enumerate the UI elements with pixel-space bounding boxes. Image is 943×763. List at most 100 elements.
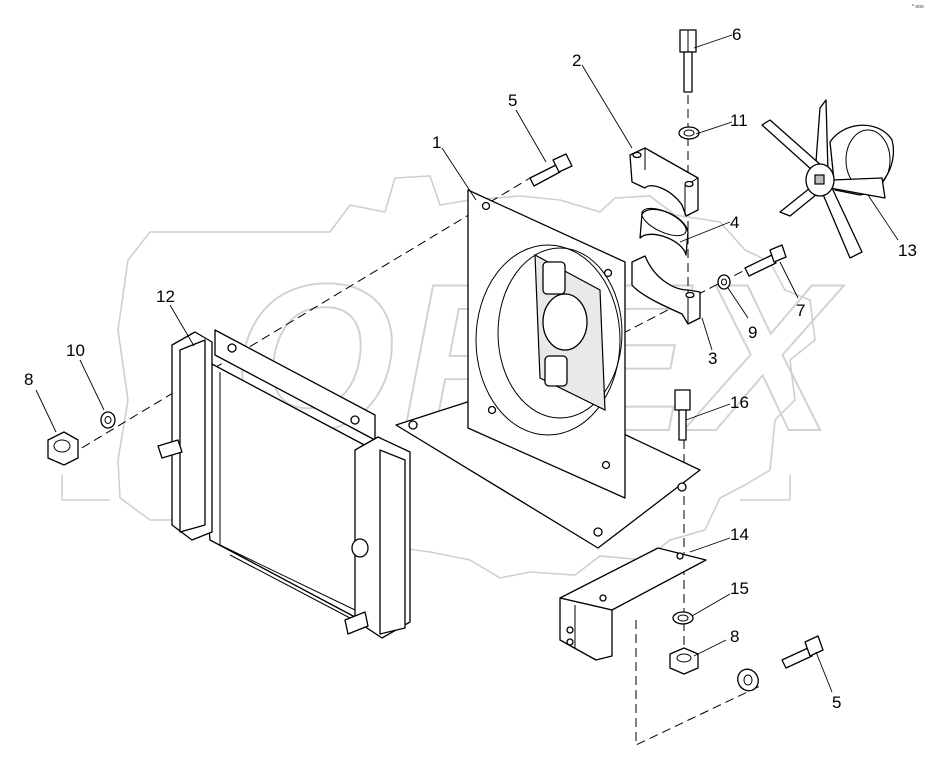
clamp-lower-body [631,255,701,325]
leader-8-left [35,389,57,433]
bolt-16-shank [678,409,687,441]
axis-line-lower [635,620,761,746]
watermark-inner-ring [61,475,791,501]
nut-8-left-body [47,431,79,466]
bolt-5-lower-head [804,635,824,657]
leader-11 [695,121,733,135]
callout-2: 2 [572,51,581,70]
part-15-washer-hole [677,614,689,622]
bolt-5-lower-shank [781,647,813,669]
radiator-strap-hole-1 [227,343,237,353]
leader-7 [779,261,799,299]
leader-16 [685,403,731,421]
nut-8-lower-bore [676,653,692,663]
part-10-washer [100,411,116,429]
nut-8-left-bore [53,439,71,453]
part-3-lower-clamp [631,255,701,325]
callout-14: 14 [730,525,749,544]
shroud-hole-3 [487,405,497,415]
bracket-hole-4 [566,638,574,646]
leader-2 [581,64,633,149]
base-hole-2 [593,527,603,537]
callout-3: 3 [708,349,717,368]
shroud-ring [497,247,623,419]
leader-lines [35,34,899,693]
callout-6: 6 [732,25,741,44]
part-14-bracket [559,547,707,661]
callout-16: 16 [730,393,749,412]
base-hole-1 [408,420,418,430]
callout-5-lower: 5 [832,693,841,712]
radiator-filler-cap [351,538,369,558]
radiator-right-hose [344,611,369,635]
radiator-bottom-edge [219,544,356,619]
leader-3 [701,317,713,351]
leader-5-lower [815,651,833,693]
bracket-hole-3 [566,626,574,634]
bracket-hole-2 [676,552,684,560]
part-5-bolt-lower [781,635,824,669]
leader-12 [169,304,195,347]
leader-1 [441,147,477,201]
callout-11: 11 [730,111,748,130]
leader-13 [867,194,899,241]
shroud-hole-1 [481,201,491,211]
leader-14 [689,537,731,553]
shroud-slot-top [542,261,566,295]
callout-4: 4 [730,213,739,232]
part-8-nut-left [47,431,79,466]
bushing-rim [641,207,687,237]
leader-10 [79,359,105,411]
part-12-radiator [157,329,411,639]
leader-6 [693,34,733,49]
callout-7: 7 [796,301,805,320]
part-5-bolt-upper [529,153,573,187]
shroud-opening [475,244,621,436]
clamp-upper-hole-2 [684,180,694,188]
shroud-hole-4 [601,460,611,470]
bolt-5-upper-head [552,153,573,173]
part-1-shroud [395,189,701,549]
bolt-7-shank [744,254,777,277]
leader-9 [727,287,749,319]
part-5-lower-washer-hole [743,674,753,686]
callout-1: 1 [432,133,441,152]
clamp-lower-hole [685,291,695,299]
callout-13: 13 [898,241,917,260]
part-10-washer-hole [104,416,112,424]
callout-8-lower: 8 [730,627,739,646]
corner-mark: * ooo [912,4,924,10]
leader-8-lower [693,639,727,657]
nut-8-lower-body [669,647,699,675]
fan-hub-nut [814,174,825,185]
part-7-bolt [744,244,787,277]
callout-10: 10 [66,341,85,360]
part-9-washer [717,274,731,290]
bolt-7-head [769,244,787,263]
part-8-nut-lower [669,647,699,675]
part-5-lower-washer [737,668,759,692]
clamp-upper-body [629,147,699,217]
shroud-hole-2 [603,268,613,278]
callout-15: 15 [730,579,749,598]
part-2-upper-clamp [629,147,699,217]
bolt-16-head [674,389,691,411]
bolt-6-shank [683,51,693,93]
part-11-washer [678,126,700,140]
part-16-bolt [674,389,691,441]
shroud-hub-hole [542,293,588,351]
bolt-5-upper-shank [529,164,561,187]
base-hole-3 [677,482,687,492]
callouts: 1 2 3 4 5 5 6 7 8 8 9 10 11 12 13 14 15 … [24,25,917,712]
axis-line-upper [69,177,531,456]
leader-4 [679,221,731,243]
radiator-strap-hole-2 [350,415,360,425]
callout-5-upper: 5 [508,91,517,110]
part-9-washer-hole [721,278,727,286]
clamp-upper-edge [644,148,699,215]
clamp-upper-hole-1 [632,151,642,159]
leader-5-upper [515,109,547,163]
radiator-right-tank-face [379,449,406,635]
callout-8-left: 8 [24,370,33,389]
